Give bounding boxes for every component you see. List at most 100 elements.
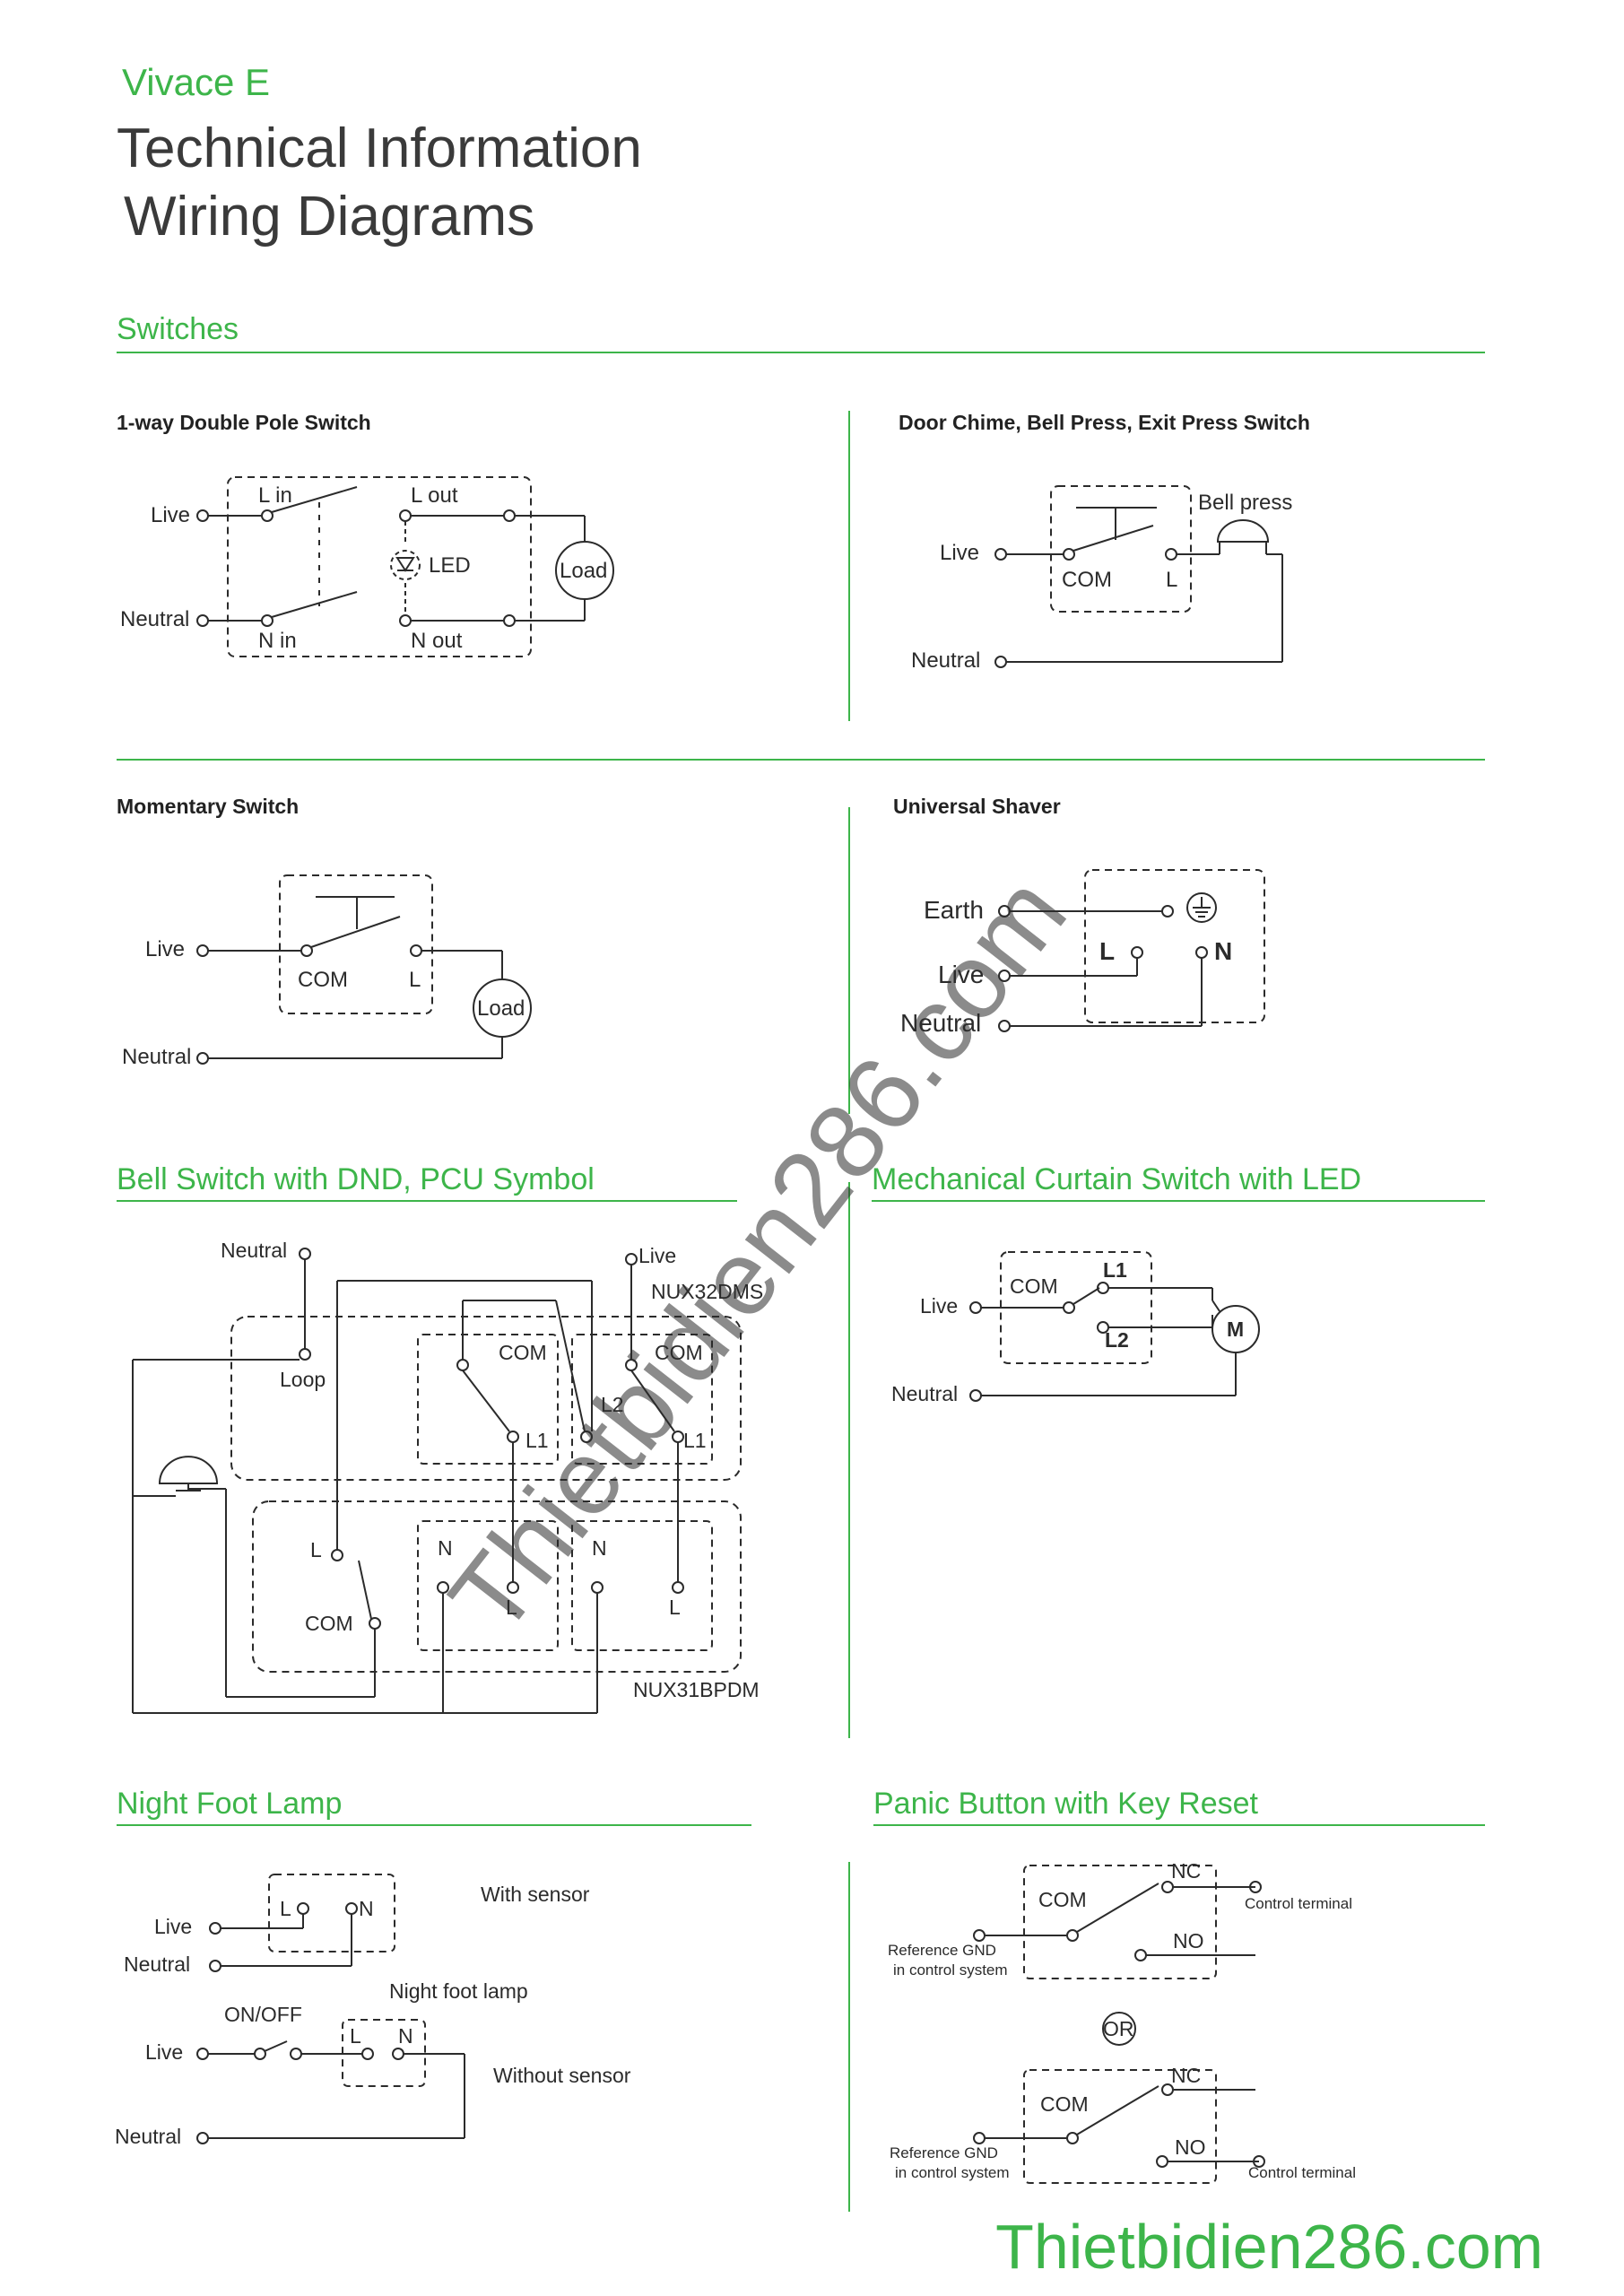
label-live: Live bbox=[638, 1244, 676, 1267]
divider bbox=[117, 1200, 737, 1202]
label-live: Live bbox=[920, 1294, 958, 1318]
label-ref-gnd-sub: in control system bbox=[895, 2164, 1010, 2181]
label-l1: L1 bbox=[1103, 1258, 1127, 1282]
label-com: COM bbox=[1038, 1888, 1087, 1911]
label-l1: L1 bbox=[525, 1429, 549, 1452]
label-nc: NC bbox=[1171, 2064, 1201, 2087]
divider bbox=[848, 1862, 850, 2212]
divider bbox=[117, 352, 1485, 353]
label-neutral: Neutral bbox=[900, 1009, 981, 1037]
diagram-universal-shaver bbox=[998, 869, 1265, 1032]
label-load: Load bbox=[477, 996, 525, 1021]
label-ref-gnd: Reference GND bbox=[890, 2144, 998, 2161]
diagram-curtain-switch bbox=[969, 1251, 1260, 1402]
divider bbox=[848, 1182, 850, 1738]
label-l: L bbox=[350, 2024, 361, 2048]
label-live: Live bbox=[145, 2040, 183, 2064]
subtitle-door-chime: Door Chime, Bell Press, Exit Press Switc… bbox=[899, 411, 1310, 434]
divider bbox=[873, 1824, 1485, 1826]
label-led: LED bbox=[429, 553, 471, 578]
label-l: L bbox=[1166, 568, 1177, 592]
section-title-switches: Switches bbox=[117, 312, 239, 346]
label-com: COM bbox=[655, 1341, 703, 1364]
label-no: NO bbox=[1173, 1929, 1204, 1952]
label-live: Live bbox=[940, 541, 979, 565]
diagram-one-way-double-pole bbox=[196, 476, 614, 657]
label-l: L bbox=[310, 1538, 322, 1561]
label-n: N bbox=[359, 1897, 374, 1920]
subtitle-one-way-switch: 1-way Double Pole Switch bbox=[117, 411, 371, 434]
label-n-in: N in bbox=[258, 629, 297, 653]
label-on-off: ON/OFF bbox=[224, 2003, 302, 2026]
label-nux31bpdm: NUX31BPDM bbox=[633, 1678, 760, 1701]
subtitle-universal-shaver: Universal Shaver bbox=[893, 795, 1061, 818]
label-earth: Earth bbox=[924, 896, 984, 924]
label-n: N bbox=[438, 1536, 453, 1560]
label-control-terminal: Control terminal bbox=[1245, 1895, 1352, 1912]
label-n-out: N out bbox=[411, 629, 463, 653]
label-live: Live bbox=[938, 961, 984, 988]
label-l-out: L out bbox=[411, 483, 458, 508]
label-neutral: Neutral bbox=[911, 648, 980, 673]
label-l-in: L in bbox=[258, 483, 292, 508]
brand-name: Vivace E bbox=[122, 61, 270, 103]
label-ref-gnd: Reference GND bbox=[888, 1942, 996, 1959]
label-live: Live bbox=[151, 503, 190, 527]
footer-site[interactable]: Thietbidien286.com bbox=[995, 2212, 1543, 2282]
label-l: L bbox=[1099, 937, 1115, 965]
label-l: L bbox=[409, 968, 421, 992]
label-neutral: Neutral bbox=[115, 2125, 181, 2148]
section-title-curtain: Mechanical Curtain Switch with LED bbox=[872, 1162, 1362, 1196]
label-n: N bbox=[592, 1536, 607, 1560]
label-neutral: Neutral bbox=[221, 1239, 287, 1262]
section-title-bell-dnd: Bell Switch with DND, PCU Symbol bbox=[117, 1162, 595, 1196]
label-com: COM bbox=[1062, 568, 1112, 592]
label-com: COM bbox=[1010, 1274, 1058, 1298]
label-l2: L2 bbox=[1105, 1328, 1129, 1352]
label-load: Load bbox=[560, 559, 607, 583]
label-com: COM bbox=[1040, 2092, 1089, 2116]
label-loop: Loop bbox=[280, 1368, 326, 1391]
divider bbox=[848, 807, 850, 1114]
label-l: L bbox=[669, 1596, 681, 1619]
label-ref-gnd-sub: in control system bbox=[893, 1961, 1008, 1979]
diagram-momentary-switch bbox=[196, 874, 532, 1065]
page-subtitle: Wiring Diagrams bbox=[124, 186, 535, 248]
diagram-panic-button bbox=[973, 1865, 1265, 2184]
page-title: Technical Information bbox=[117, 117, 642, 179]
label-com: COM bbox=[298, 968, 348, 992]
label-neutral: Neutral bbox=[122, 1045, 191, 1069]
section-title-panic: Panic Button with Key Reset bbox=[873, 1787, 1259, 1821]
label-neutral: Neutral bbox=[891, 1382, 958, 1405]
diagram-bell-dnd bbox=[132, 1248, 742, 1714]
divider bbox=[872, 1200, 1485, 1202]
label-without-sensor: Without sensor bbox=[493, 2064, 631, 2087]
divider bbox=[117, 1824, 751, 1826]
label-live: Live bbox=[154, 1915, 192, 1938]
divider bbox=[848, 411, 850, 721]
label-l2: L2 bbox=[601, 1393, 624, 1416]
label-nc: NC bbox=[1171, 1859, 1201, 1883]
label-com: COM bbox=[305, 1612, 353, 1635]
label-l1: L1 bbox=[683, 1429, 707, 1452]
section-title-night-lamp: Night Foot Lamp bbox=[117, 1787, 343, 1821]
subtitle-momentary-switch: Momentary Switch bbox=[117, 795, 300, 818]
label-neutral: Neutral bbox=[120, 607, 189, 631]
label-control-terminal: Control terminal bbox=[1248, 2164, 1356, 2181]
label-with-sensor: With sensor bbox=[481, 1883, 590, 1906]
label-motor: M bbox=[1227, 1318, 1244, 1341]
label-bell-press: Bell press bbox=[1198, 491, 1292, 515]
label-live: Live bbox=[145, 937, 185, 961]
diagram-night-foot-lamp bbox=[196, 1874, 465, 2144]
label-l: L bbox=[506, 1596, 517, 1619]
diagram-door-chime bbox=[994, 485, 1283, 668]
label-night-foot-lamp: Night foot lamp bbox=[389, 1979, 528, 2003]
label-n: N bbox=[398, 2024, 413, 2048]
label-l: L bbox=[280, 1897, 291, 1920]
label-nux32dms: NUX32DMS bbox=[651, 1280, 763, 1303]
label-neutral: Neutral bbox=[124, 1952, 190, 1976]
divider bbox=[117, 759, 1485, 761]
label-no: NO bbox=[1175, 2135, 1206, 2159]
label-com: COM bbox=[499, 1341, 547, 1364]
